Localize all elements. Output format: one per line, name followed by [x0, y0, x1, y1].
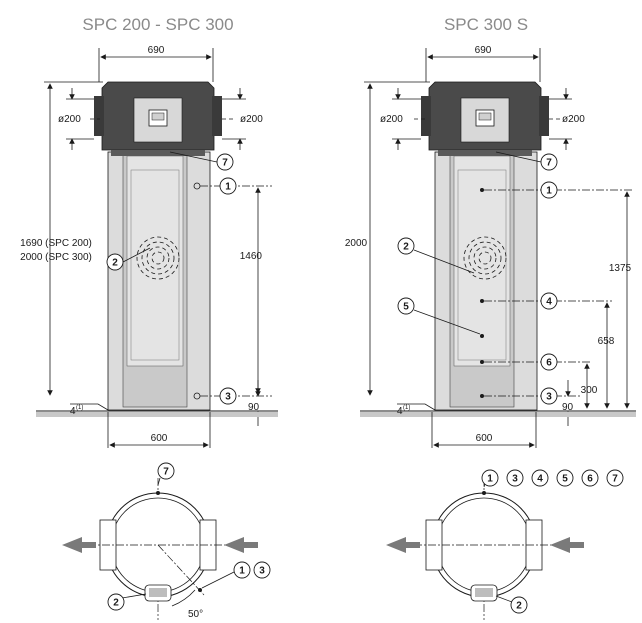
- top-callout-1: [233, 561, 251, 579]
- right-foot-note: (1): [403, 405, 410, 411]
- air-in-arrow-icon: [550, 537, 570, 553]
- left-height-1: 1690 (SPC 200): [20, 238, 92, 249]
- callout-2: [106, 253, 124, 271]
- right-duct-right: ø200: [562, 114, 585, 125]
- svg-text:7: 7: [546, 158, 552, 169]
- left-dim-90: 90: [248, 402, 260, 413]
- top-callout-7: [157, 462, 175, 480]
- svg-text:3: 3: [259, 566, 265, 577]
- svg-text:6: 6: [587, 474, 593, 485]
- callout-3: [540, 387, 558, 405]
- left-foot-note: (1): [76, 405, 83, 411]
- svg-text:1: 1: [225, 182, 231, 193]
- left-top-view: 7 1 3 2 50°: [62, 462, 271, 620]
- svg-text:5: 5: [403, 302, 409, 313]
- left-width-bottom: 600: [151, 433, 168, 444]
- coil-icon: [136, 236, 180, 280]
- right-title: SPC 300 S: [444, 15, 528, 34]
- callout-7: [216, 153, 234, 171]
- right-width-top: 690: [475, 45, 492, 56]
- svg-text:3: 3: [546, 392, 552, 403]
- right-height: 2000: [345, 238, 368, 249]
- callout-6: [540, 353, 558, 371]
- callout-2: [397, 237, 415, 255]
- right-dim-1375: 1375: [609, 263, 632, 274]
- right-dim-90: 90: [562, 402, 574, 413]
- left-elevation: SPC 200 - SPC 300 690 1690 (SPC 200) 200…: [20, 15, 278, 448]
- callout-4: [540, 292, 558, 310]
- svg-text:7: 7: [222, 158, 228, 169]
- left-height-2: 2000 (SPC 300): [20, 252, 92, 263]
- right-dim-658: 658: [598, 336, 615, 347]
- svg-text:1: 1: [239, 566, 245, 577]
- left-foot: 4: [70, 406, 76, 417]
- callout-1: [219, 177, 237, 195]
- svg-text:2: 2: [403, 242, 409, 253]
- air-out-arrow-icon: [62, 537, 82, 553]
- callout-5: [397, 297, 415, 315]
- air-in-arrow-icon: [224, 537, 244, 553]
- top-callout-3: [253, 561, 271, 579]
- svg-text:2: 2: [113, 598, 119, 609]
- left-width-top: 690: [148, 45, 165, 56]
- svg-text:1: 1: [487, 474, 493, 485]
- right-foot: 4: [397, 406, 403, 417]
- svg-text:2: 2: [516, 601, 522, 612]
- right-width-bottom: 600: [476, 433, 493, 444]
- right-elevation: SPC 300 S 690 2000 ø200: [345, 15, 636, 448]
- svg-text:4: 4: [537, 474, 543, 485]
- svg-text:6: 6: [546, 358, 552, 369]
- callout-1: [540, 181, 558, 199]
- left-angle: 50°: [188, 609, 203, 620]
- svg-text:3: 3: [512, 474, 518, 485]
- callout-3: [219, 387, 237, 405]
- right-duct-left: ø200: [380, 114, 403, 125]
- callout-7: [540, 153, 558, 171]
- left-title: SPC 200 - SPC 300: [82, 15, 233, 34]
- left-duct-left: ø200: [58, 114, 81, 125]
- top-callouts-row: 1 3 4 5 6 7: [481, 469, 624, 487]
- coil-icon: [463, 236, 507, 280]
- right-top-view: 1 3 4 5 6 7 2: [386, 469, 624, 620]
- top-callout-2: [107, 593, 125, 611]
- svg-text:5: 5: [562, 474, 568, 485]
- air-out-arrow-icon: [386, 537, 406, 553]
- svg-text:1: 1: [546, 186, 552, 197]
- svg-text:7: 7: [612, 474, 618, 485]
- svg-text:7: 7: [163, 467, 169, 478]
- top-callout-2: [510, 596, 528, 614]
- svg-text:2: 2: [112, 258, 118, 269]
- left-duct-right: ø200: [240, 114, 263, 125]
- left-dim-1460: 1460: [240, 251, 263, 262]
- svg-text:4: 4: [546, 297, 552, 308]
- svg-text:3: 3: [225, 392, 231, 403]
- right-dim-300: 300: [581, 385, 598, 396]
